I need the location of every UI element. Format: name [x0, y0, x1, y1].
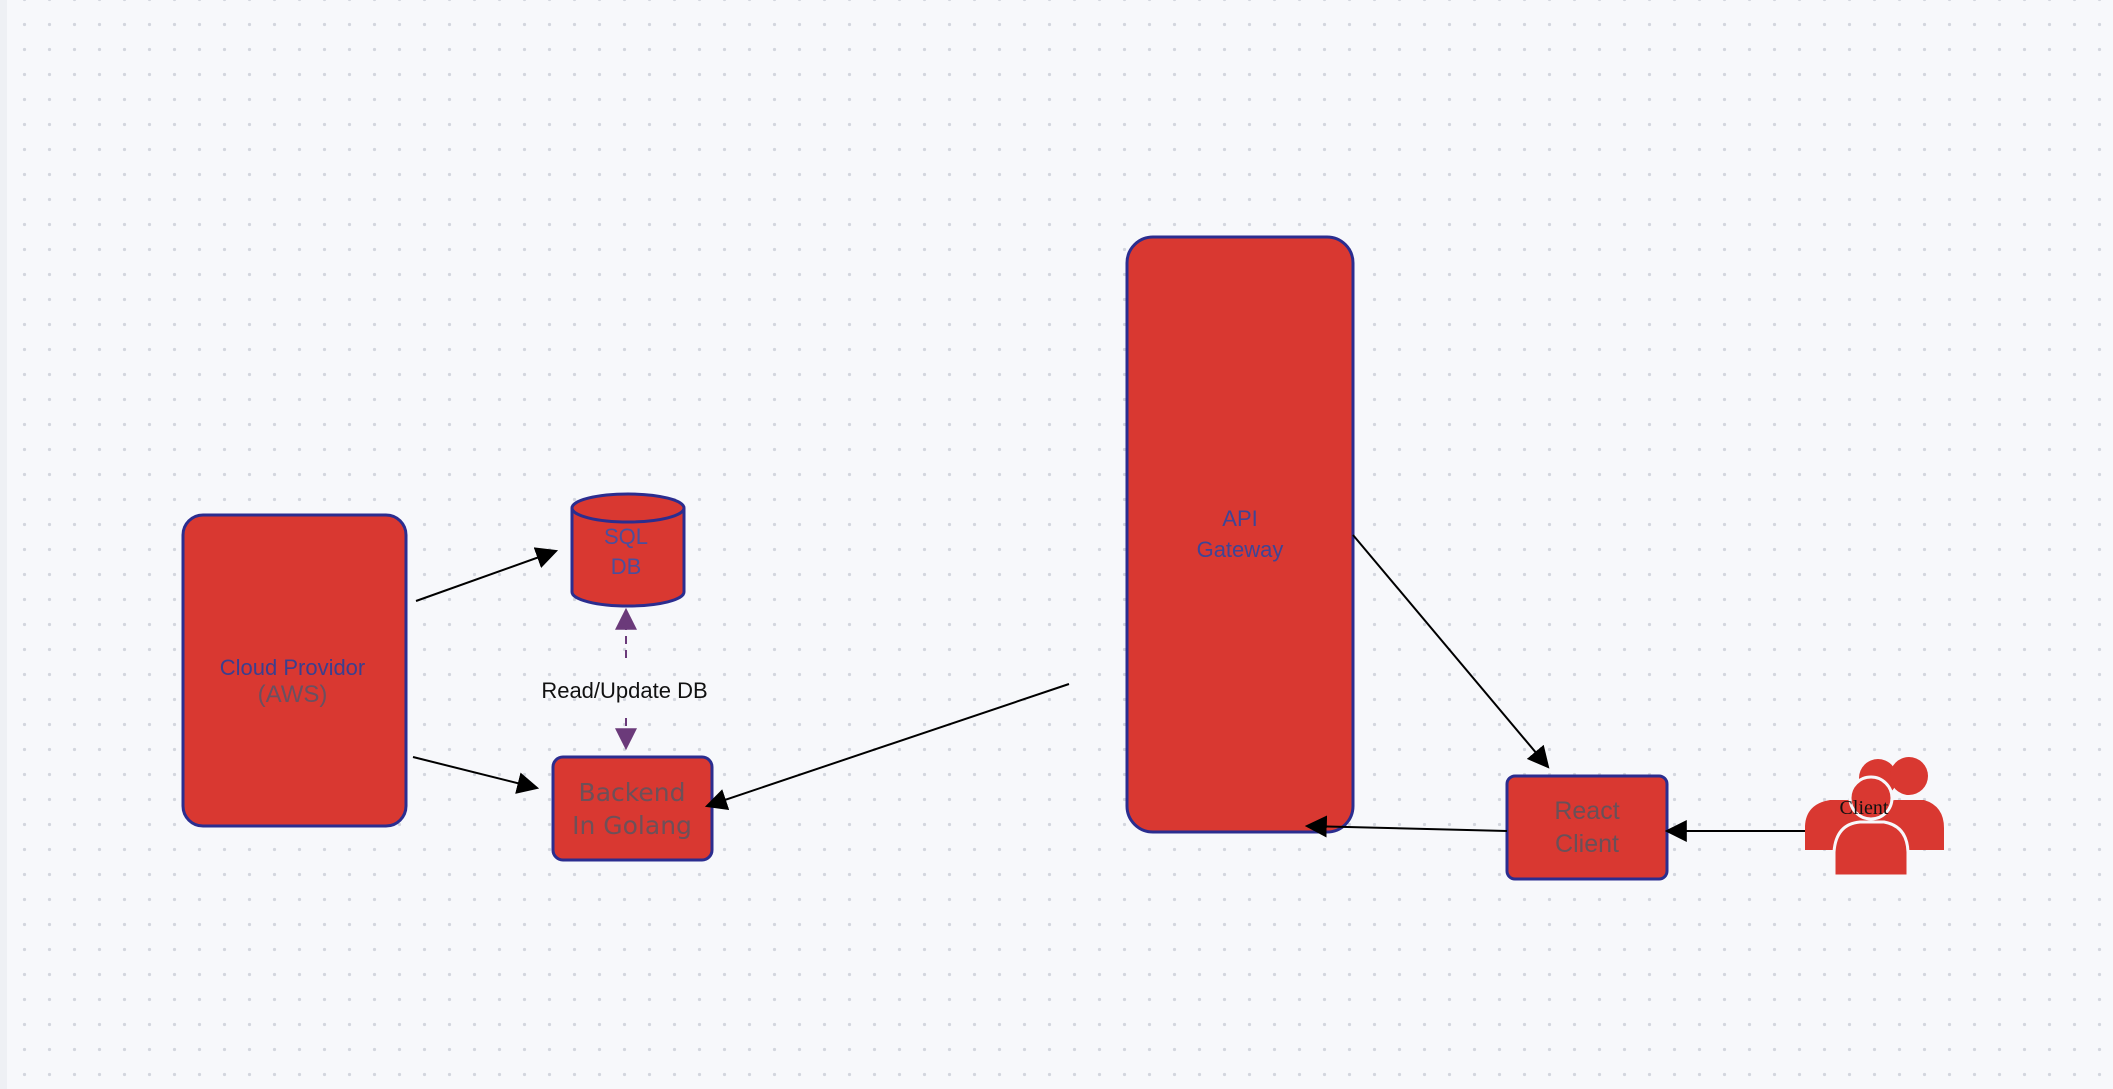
edge-api-to-backend[interactable] — [704, 683, 1070, 811]
edge-cloud-to-sql[interactable] — [415, 547, 559, 602]
canvas-edge — [0, 0, 7, 1089]
edge-cloud-to-backend[interactable] — [412, 756, 540, 794]
api-gateway-node[interactable] — [1125, 235, 1355, 834]
users-icon[interactable] — [1805, 757, 1944, 878]
edge-react-to-api[interactable] — [1304, 815, 1508, 838]
backend-node[interactable] — [551, 755, 714, 862]
sql-db-node[interactable] — [570, 492, 686, 608]
react-client-node[interactable] — [1505, 774, 1669, 881]
cloud-provider-node[interactable] — [181, 513, 408, 828]
edge-api-to-react[interactable] — [1352, 534, 1550, 769]
